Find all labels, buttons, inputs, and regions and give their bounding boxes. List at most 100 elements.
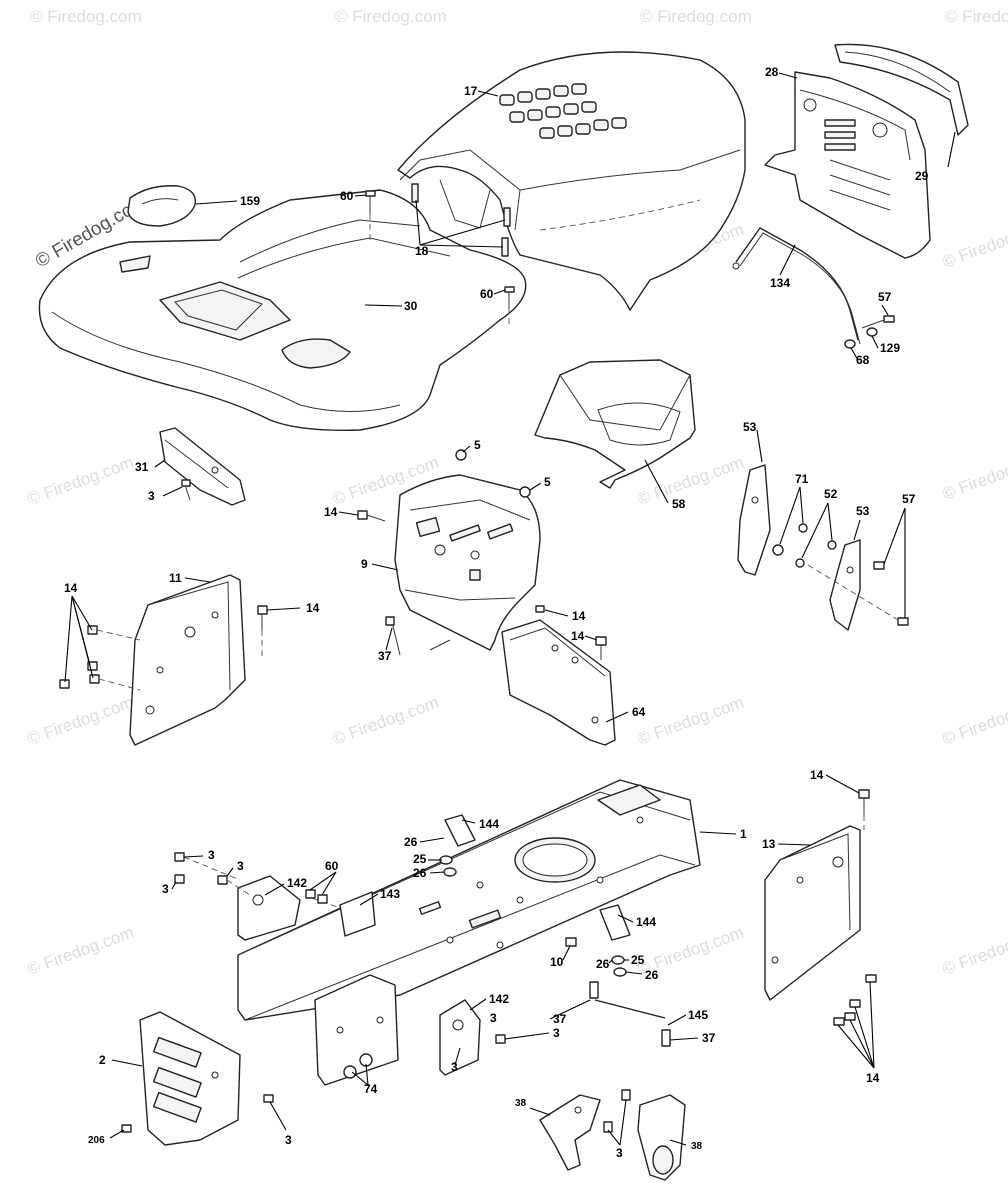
callout-5: 5 — [474, 438, 481, 452]
hood-17 — [397, 51, 746, 311]
seat-pad-159 — [127, 185, 197, 227]
callout-26: 26 — [645, 968, 659, 982]
callout-14: 14 — [572, 609, 586, 623]
watermark: © Firedog.com — [945, 7, 1008, 26]
bolt-14 — [357, 510, 386, 522]
watermark: © Firedog.com — [25, 453, 136, 509]
bracket-142-right — [439, 999, 481, 1076]
callout-37: 37 — [553, 1012, 567, 1026]
callout-145: 145 — [688, 1008, 708, 1022]
heat-shield-58 — [534, 359, 696, 489]
callout-3: 3 — [148, 489, 155, 503]
callout-5: 5 — [544, 475, 551, 489]
bracket-144-top — [439, 814, 476, 877]
nose-29 — [834, 43, 969, 136]
watermark: © Firedog.com — [635, 693, 746, 749]
callout-18: 18 — [415, 244, 429, 258]
callout-3: 3 — [162, 882, 169, 896]
callout-2: 2 — [99, 1053, 106, 1067]
callout-52: 52 — [824, 487, 838, 501]
callout-14: 14 — [866, 1071, 880, 1085]
hood-grille — [499, 83, 627, 139]
rod-145 — [589, 981, 671, 1047]
callout-1: 1 — [740, 827, 747, 841]
bolt-37 — [385, 616, 451, 656]
bolt-60 — [365, 190, 376, 240]
callout-60: 60 — [325, 859, 339, 873]
callout-13: 13 — [762, 837, 776, 851]
callout-25: 25 — [631, 953, 645, 967]
hardware-52-71 — [772, 523, 909, 626]
callout-206: 206 — [88, 1135, 105, 1146]
dash-panel-9 — [394, 474, 541, 651]
callout-134: 134 — [770, 276, 790, 290]
callout-14: 14 — [810, 768, 824, 782]
callout-37: 37 — [378, 649, 392, 663]
callout-57: 57 — [902, 492, 916, 506]
callout-31: 31 — [135, 460, 149, 474]
watermark: © Firedog.com — [30, 7, 142, 26]
grille-28 — [764, 71, 931, 259]
watermark: © Firedog.com — [335, 7, 447, 26]
callout-9: 9 — [361, 557, 368, 571]
callout-64: 64 — [632, 705, 646, 719]
callout-144: 144 — [636, 915, 656, 929]
callout-26: 26 — [596, 957, 610, 971]
callout-3: 3 — [237, 859, 244, 873]
bracket-38-right — [603, 1089, 686, 1181]
callout-30: 30 — [404, 299, 418, 313]
bracket-143 — [339, 891, 376, 937]
frame-1 — [237, 779, 701, 1021]
leader-lines — [64, 72, 956, 1146]
watermark: © Firedog.com — [940, 448, 1008, 504]
watermark: © Firedog.com — [25, 693, 136, 749]
callout-159: 159 — [240, 194, 260, 208]
bracket-53-left — [737, 464, 771, 576]
watermark: © Firedog.com — [25, 923, 136, 979]
watermark: © Firedog.com — [940, 923, 1008, 979]
pad-18 — [411, 183, 419, 203]
callout-53: 53 — [743, 420, 757, 434]
front-axle-plate — [314, 974, 399, 1086]
side-plate-13 — [764, 789, 877, 1026]
callout-3: 3 — [553, 1026, 560, 1040]
callout-28: 28 — [765, 65, 779, 79]
callout-60: 60 — [340, 189, 354, 203]
callout-10: 10 — [550, 955, 564, 969]
callout-17: 17 — [464, 84, 478, 98]
callout-71: 71 — [795, 472, 809, 486]
callout-38: 38 — [515, 1098, 527, 1109]
callout-25: 25 — [413, 852, 427, 866]
callout-142: 142 — [489, 992, 509, 1006]
callout-53: 53 — [856, 504, 870, 518]
callout-129: 129 — [880, 341, 900, 355]
watermark: © Firedog.com — [940, 216, 1008, 272]
callout-142: 142 — [287, 876, 307, 890]
bracket-53-right — [829, 539, 861, 631]
callout-26: 26 — [413, 866, 427, 880]
callout-58: 58 — [672, 497, 686, 511]
bolt-5 — [455, 449, 531, 498]
watermark: © Firedog.com — [640, 7, 752, 26]
callout-38: 38 — [691, 1141, 703, 1152]
front-plate-2 — [121, 1011, 274, 1146]
callout-3: 3 — [451, 1060, 458, 1074]
callout-37: 37 — [702, 1031, 716, 1045]
callout-14: 14 — [306, 601, 320, 615]
callout-3: 3 — [616, 1146, 623, 1160]
callout-11: 11 — [169, 571, 182, 585]
callout-14: 14 — [64, 581, 78, 595]
fender-30 — [38, 189, 527, 431]
pad-18 — [503, 207, 511, 227]
callout-60: 60 — [480, 287, 494, 301]
callout-26: 26 — [404, 835, 418, 849]
callout-143: 143 — [380, 887, 400, 901]
callout-14: 14 — [324, 505, 338, 519]
seat-bracket-31 — [159, 427, 246, 506]
callout-3: 3 — [208, 848, 215, 862]
side-plate-11 — [59, 574, 268, 746]
bracket-64 — [501, 605, 616, 746]
callout-14: 14 — [571, 629, 585, 643]
watermark: © Firedog.com — [330, 693, 441, 749]
